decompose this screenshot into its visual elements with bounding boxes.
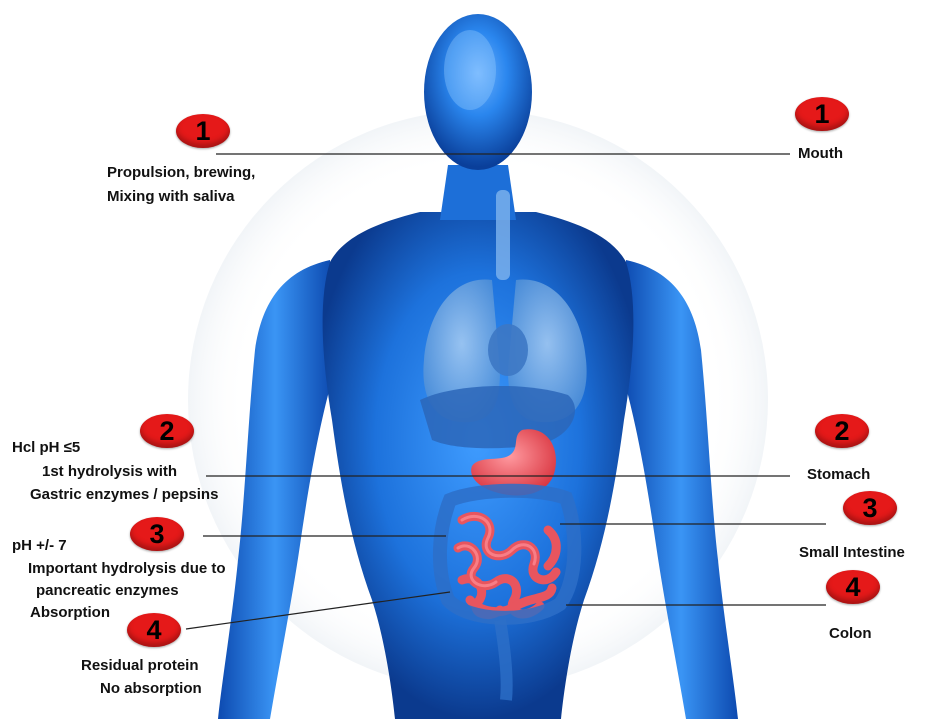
label-small-intestine: Small Intestine (799, 543, 905, 562)
badge-mouth: 1 (795, 97, 849, 131)
step2-line3: Gastric enzymes / pepsins (30, 485, 218, 504)
badge-small-intestine: 3 (843, 491, 897, 525)
step4-line1: Residual protein (81, 656, 199, 675)
step1-line2: Mixing with saliva (107, 187, 235, 206)
badge-step1: 1 (176, 114, 230, 148)
badge-stomach: 2 (815, 414, 869, 448)
badge-step2: 2 (140, 414, 194, 448)
label-stomach: Stomach (807, 465, 870, 484)
badge-step3: 3 (130, 517, 184, 551)
step1-line1: Propulsion, brewing, (107, 163, 255, 182)
step3-line4: Absorption (30, 603, 110, 622)
rectum (500, 620, 507, 700)
badge-step4: 4 (127, 613, 181, 647)
step3-line2: Important hydrolysis due to (28, 559, 226, 578)
step2-line2: 1st hydrolysis with (42, 462, 177, 481)
heart (488, 324, 528, 376)
badge-colon: 4 (826, 570, 880, 604)
trachea (496, 190, 510, 280)
label-colon: Colon (829, 624, 872, 643)
liver (420, 386, 575, 448)
step2-line1: Hcl pH ≤5 (12, 438, 80, 457)
label-mouth: Mouth (798, 144, 843, 163)
step3-line1: pH +/- 7 (12, 536, 67, 555)
head-highlight (444, 30, 496, 110)
step4-line2: No absorption (100, 679, 202, 698)
step3-line3: pancreatic enzymes (36, 581, 179, 600)
